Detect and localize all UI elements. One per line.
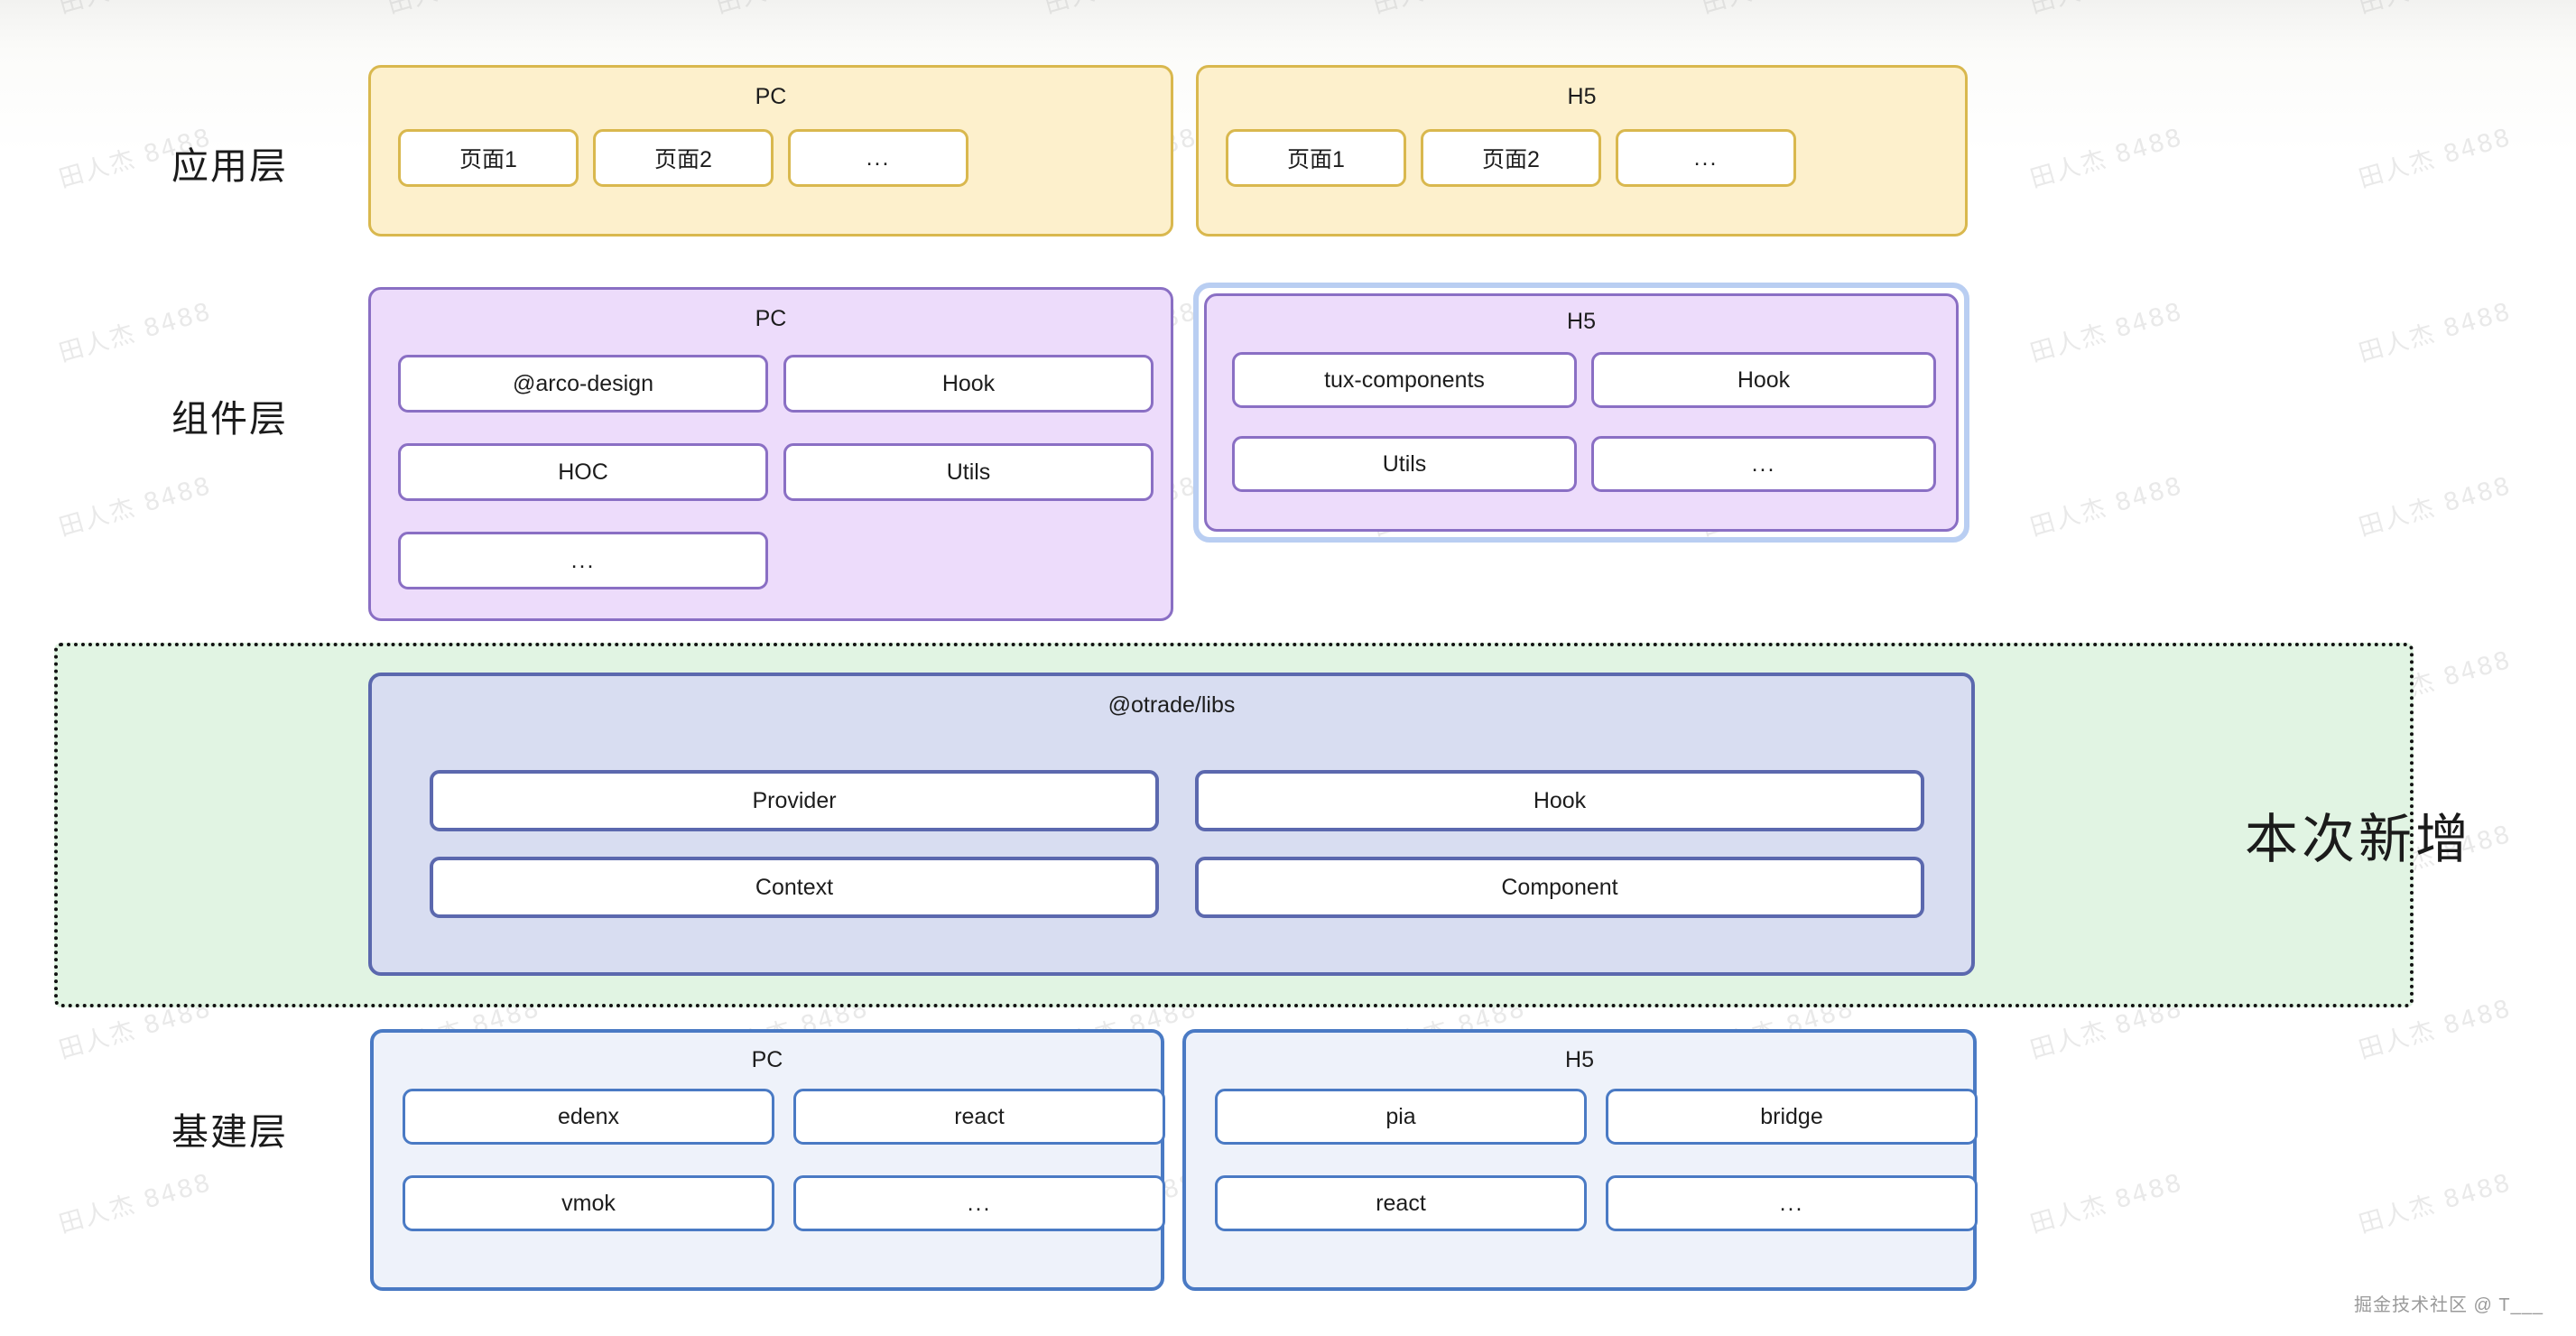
chip-application-pc-page1[interactable]: 页面1	[398, 129, 579, 187]
group-title-infrastructure-pc: PC	[751, 1047, 783, 1072]
chip-infrastructure-pc-react[interactable]: react	[793, 1089, 1165, 1145]
headless-new-badge: 本次新增	[2245, 810, 2473, 869]
chip-component-pc-more[interactable]: ...	[398, 532, 768, 589]
chip-application-pc-more[interactable]: ...	[788, 129, 968, 187]
chip-headless-context[interactable]: Context	[430, 857, 1159, 918]
layer-label-infrastructure: 基建层	[171, 1111, 288, 1153]
group-headless-libs[interactable]: @otrade/libs Provider Hook Context Compo…	[368, 673, 1975, 976]
chip-component-pc-arco-design[interactable]: @arco-design	[398, 355, 768, 413]
group-title-application-h5: H5	[1567, 84, 1597, 109]
chip-infrastructure-h5-bridge[interactable]: bridge	[1606, 1089, 1978, 1145]
chip-application-h5-page2[interactable]: 页面2	[1421, 129, 1601, 187]
chip-application-pc-page2[interactable]: 页面2	[593, 129, 774, 187]
group-title-otrade-libs: @otrade/libs	[1107, 692, 1236, 718]
chip-infrastructure-pc-vmok[interactable]: vmok	[403, 1175, 774, 1231]
group-infrastructure-h5[interactable]: H5 pia bridge react ...	[1182, 1029, 1978, 1291]
chip-headless-hook[interactable]: Hook	[1195, 770, 1924, 831]
group-title-component-pc: PC	[755, 306, 787, 331]
chip-infrastructure-pc-edenx[interactable]: edenx	[403, 1089, 774, 1145]
selection-outline-component-h5	[1193, 283, 1969, 543]
group-application-h5[interactable]: H5 页面1 页面2 ...	[1196, 65, 1968, 237]
group-application-pc[interactable]: PC 页面1 页面2 ...	[368, 65, 1173, 237]
chip-component-pc-hoc[interactable]: HOC	[398, 443, 768, 501]
group-title-application-pc: PC	[755, 84, 787, 109]
chip-infrastructure-h5-pia[interactable]: pia	[1215, 1089, 1587, 1145]
layer-label-application: 应用层	[171, 145, 288, 187]
chip-infrastructure-h5-react[interactable]: react	[1215, 1175, 1587, 1231]
chip-headless-component[interactable]: Component	[1195, 857, 1924, 918]
credit-watermark: 掘金技术社区 @ T___	[2353, 1295, 2544, 1315]
chip-application-h5-page1[interactable]: 页面1	[1226, 129, 1406, 187]
chip-component-pc-hook[interactable]: Hook	[783, 355, 1154, 413]
layer-label-component: 组件层	[171, 398, 288, 440]
chip-component-pc-utils[interactable]: Utils	[783, 443, 1154, 501]
group-title-infrastructure-h5: H5	[1565, 1047, 1594, 1072]
group-infrastructure-pc[interactable]: PC edenx react vmok ...	[370, 1029, 1165, 1291]
chip-headless-provider[interactable]: Provider	[430, 770, 1159, 831]
chip-infrastructure-pc-more[interactable]: ...	[793, 1175, 1165, 1231]
chip-application-h5-more[interactable]: ...	[1616, 129, 1796, 187]
chip-infrastructure-h5-more[interactable]: ...	[1606, 1175, 1978, 1231]
group-component-pc[interactable]: PC @arco-design Hook HOC Utils ...	[368, 287, 1173, 621]
